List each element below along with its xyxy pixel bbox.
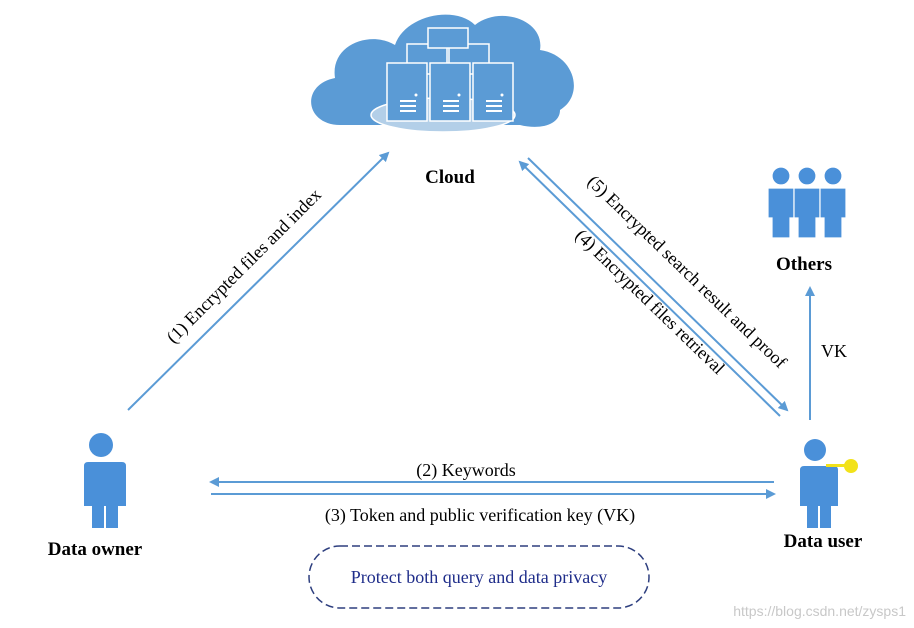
cloud-label: Cloud (425, 167, 475, 188)
privacy-banner-text: Protect both query and data privacy (351, 567, 607, 587)
others-group-icon (767, 166, 847, 239)
privacy-banner (308, 545, 650, 609)
arrow-files-retrieval (527, 157, 789, 412)
watermark-text: https://blog.csdn.net/zysps1 (733, 603, 906, 619)
data-owner-label: Data owner (48, 539, 143, 560)
label-encrypted-files-index: (1) Encrypted files and index (162, 184, 325, 347)
key-icon (826, 459, 858, 473)
others-label: Others (776, 254, 832, 275)
arrow-search-result-proof (518, 160, 781, 417)
data-user-label: Data user (784, 531, 863, 552)
arrow-encrypted-files-index (127, 151, 390, 411)
cloud-icon (311, 14, 574, 133)
label-keywords: (2) Keywords (416, 460, 515, 481)
label-token-vk: (3) Token and public verification key (V… (325, 505, 635, 526)
data-owner-icon (80, 433, 126, 528)
label-vk: VK (821, 341, 847, 361)
data-user-icon (796, 439, 838, 528)
